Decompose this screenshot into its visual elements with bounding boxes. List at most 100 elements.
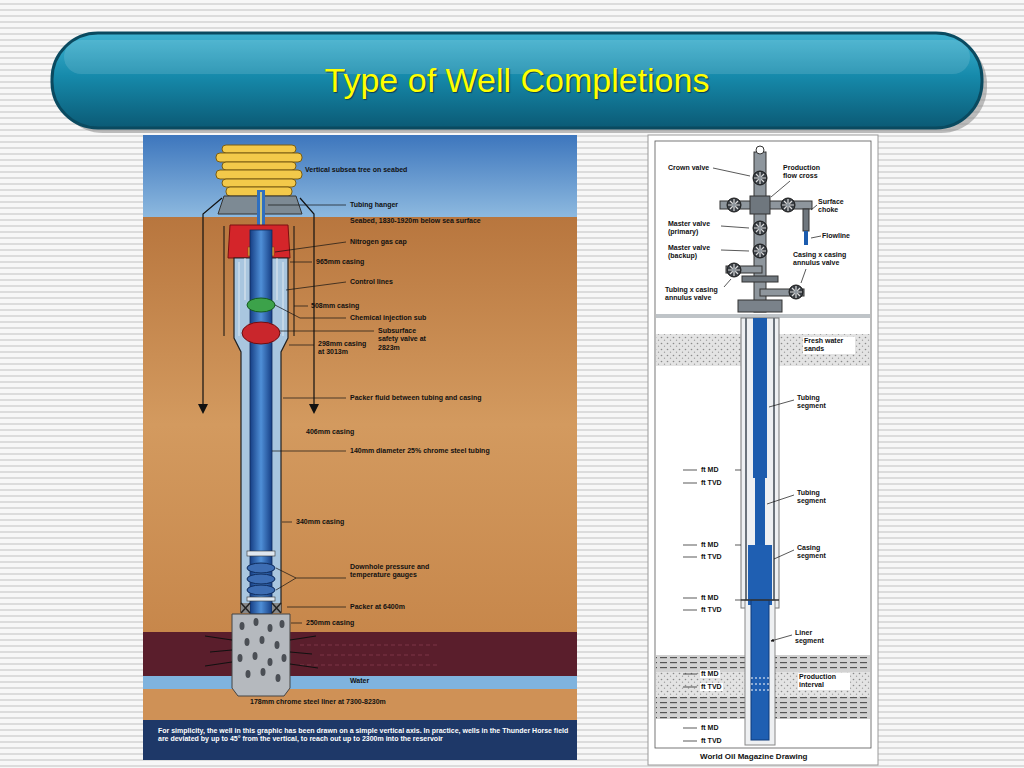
callout-label: Nitrogen gas cap xyxy=(350,238,407,246)
packer xyxy=(241,603,281,613)
tubing-segment xyxy=(753,318,767,478)
callout-label: Subsurface safety valve at 2823m xyxy=(378,327,432,352)
liner-perforation xyxy=(268,658,273,666)
callout-label: Packer fluid between tubing and casing xyxy=(350,394,481,402)
water-band xyxy=(143,676,577,689)
callout-label: 340mm casing xyxy=(296,518,344,526)
subsea-tree xyxy=(216,145,302,196)
packer xyxy=(241,603,281,613)
borehole xyxy=(745,600,775,745)
part-label: Tubing segment xyxy=(797,489,837,506)
tubing-segment xyxy=(755,478,765,548)
zone-label: Production interval xyxy=(798,673,850,690)
liner-perforation xyxy=(238,654,243,662)
part-label: Crown valve xyxy=(668,164,709,172)
liner-perforation xyxy=(245,638,250,646)
part-label: Master valve (primary) xyxy=(668,220,720,237)
callout-label: 140mm diameter 25% chrome steel tubing xyxy=(350,447,490,455)
part-label: Casing segment xyxy=(797,544,837,561)
callout-label: Chemical injection sub xyxy=(350,314,426,322)
callout-label: 508mm casing xyxy=(311,302,359,310)
liner-perforation xyxy=(253,652,258,660)
depth-leader xyxy=(683,470,697,741)
zone-label: Fresh water sands xyxy=(803,337,855,354)
tubing-core xyxy=(260,192,262,228)
perforation xyxy=(751,678,769,690)
figure-panel xyxy=(648,135,878,765)
wellhead xyxy=(754,152,766,312)
depth-label: ft TVD xyxy=(700,479,723,487)
wellhead xyxy=(753,221,767,235)
figure-frame xyxy=(655,141,871,748)
depth-label: ft TVD xyxy=(700,553,723,561)
casing-shoe xyxy=(741,599,779,601)
liner-perforation xyxy=(276,674,281,682)
downhole-gauges xyxy=(247,597,275,601)
wellhead xyxy=(789,285,803,299)
chemical-injection-sub xyxy=(247,298,275,312)
caption-credit: World Oil Magazine Drawing xyxy=(700,752,807,762)
liner-perforation xyxy=(261,668,266,676)
callout-label: Tubing hanger xyxy=(350,201,398,209)
wellhead xyxy=(804,231,808,245)
part-label: Production flow cross xyxy=(783,164,833,181)
subsea-tree xyxy=(216,153,302,162)
depth-label: ft MD xyxy=(700,724,720,732)
note-panel xyxy=(143,720,577,760)
rock-layer xyxy=(143,217,577,632)
subsea-tree xyxy=(216,170,302,179)
wellhead xyxy=(753,171,767,185)
part-label: Master valve (backup) xyxy=(668,244,720,261)
callout-label: Packer at 6400m xyxy=(350,603,405,611)
title-banner xyxy=(52,33,982,128)
callout-label: 965mm casing xyxy=(316,258,364,266)
part-label: Tubing x casing annulus valve xyxy=(665,286,729,303)
downhole-gauges xyxy=(247,574,275,584)
downhole-gauges xyxy=(247,563,275,573)
subsea-tree xyxy=(222,145,296,153)
part-label: Casing x casing annulus valve xyxy=(793,251,867,268)
reservoir-band xyxy=(143,632,577,676)
liner-perforation xyxy=(280,620,285,628)
slide-title: Type of Well Completions xyxy=(52,33,982,128)
callout-label: Seabed, 1830-1920m below sea surface xyxy=(350,217,481,225)
wellhead xyxy=(727,263,741,277)
liner-perforation xyxy=(246,670,251,678)
wellhead xyxy=(727,198,741,212)
liner-segment xyxy=(751,600,769,740)
reservoir-texture xyxy=(300,645,440,665)
wellhead xyxy=(750,196,770,214)
downhole-gauges xyxy=(247,585,275,595)
depth-label: ft TVD xyxy=(700,606,723,614)
liner-perforation xyxy=(240,622,245,630)
perforated-liner xyxy=(232,614,290,696)
liner-perforation xyxy=(275,641,280,649)
liner-perforation xyxy=(238,618,287,682)
casing-segment xyxy=(748,545,772,605)
production-tubing xyxy=(250,230,272,614)
depth-label: ft TVD xyxy=(700,683,723,691)
callout-label: 178mm chrome steel liner at 7300-8230m xyxy=(250,698,386,706)
part-label: Flowline xyxy=(822,232,850,240)
depth-label: ft MD xyxy=(700,594,720,602)
depth-tick xyxy=(735,470,741,600)
wellhead xyxy=(803,209,809,231)
part-label: Surface choke xyxy=(818,198,858,215)
subsea-tree xyxy=(222,162,296,170)
part-label: Liner segment xyxy=(795,629,835,646)
depth-label: ft TVD xyxy=(700,737,723,745)
wellhead xyxy=(781,198,795,212)
callout-label: Water xyxy=(350,677,369,685)
depth-label: ft MD xyxy=(700,670,720,678)
subsea-tree xyxy=(222,179,296,187)
depth-label: ft MD xyxy=(700,541,720,549)
liner-perforation xyxy=(268,624,273,632)
callout-label: Control lines xyxy=(350,278,393,286)
callout-label: 250mm casing xyxy=(306,619,354,627)
part-label: Tubing segment xyxy=(797,394,837,411)
downhole-gauges xyxy=(247,551,275,601)
title-banner xyxy=(52,33,987,133)
wellhead xyxy=(753,244,767,258)
